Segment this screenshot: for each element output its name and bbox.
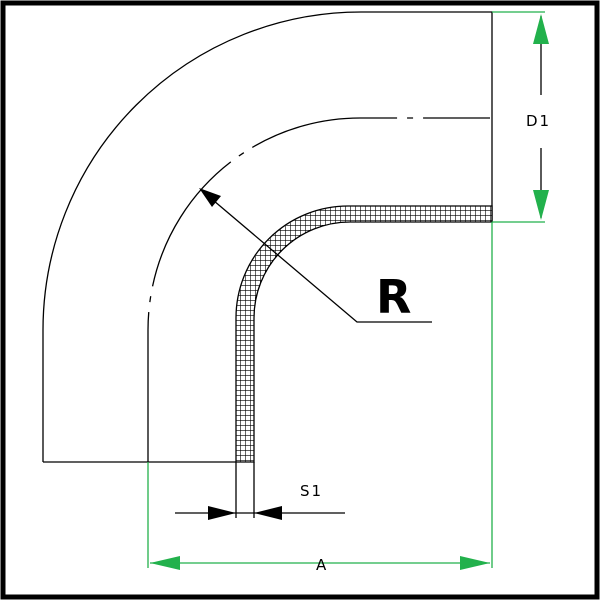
s1-arrow-left xyxy=(208,506,236,520)
a-arrow-right xyxy=(460,556,490,570)
a-label: A xyxy=(316,556,328,574)
d1-arrow-bottom xyxy=(533,190,549,220)
radius-arrowhead xyxy=(199,188,221,207)
radius-leader-line xyxy=(206,194,432,323)
d1-arrow-top xyxy=(533,14,549,44)
elbow-wall-section xyxy=(235,205,493,463)
radius-label: R xyxy=(376,270,411,324)
d1-dimension xyxy=(492,11,545,223)
elbow-outer-contour xyxy=(42,11,493,462)
a-arrow-left xyxy=(150,556,180,570)
s1-label: S1 xyxy=(300,482,323,500)
s1-arrow-right xyxy=(254,506,282,520)
d1-label: D1 xyxy=(526,112,551,130)
elbow-centerline xyxy=(147,117,490,462)
